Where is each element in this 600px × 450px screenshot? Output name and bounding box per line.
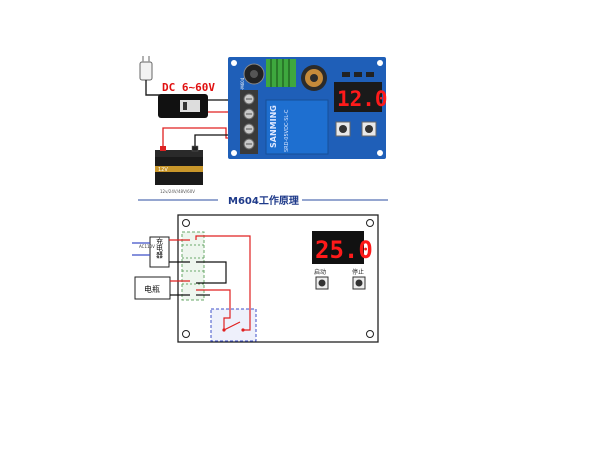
product-photo: DC 6~60V 12V 12v/24V/48V/60V 电瓶接线 — [139, 56, 388, 194]
charger-box: 充电器 — [149, 236, 170, 268]
top-button-left — [335, 121, 351, 137]
section-divider: M604工作原理 — [138, 194, 388, 207]
relay-model-label: SRD-05VDC-SL-C — [284, 109, 290, 152]
charger-side-label: AC110V — [139, 244, 155, 249]
charger-label: 充电器 — [156, 237, 164, 260]
battery-box-label: 电瓶 — [144, 284, 160, 294]
battery-voltage-label: 12V — [158, 167, 168, 173]
schematic-led-display: 25.0 — [312, 231, 373, 264]
relay-brand-label: SANMING — [269, 105, 278, 148]
inductor-coil — [301, 65, 327, 91]
top-button-right — [361, 121, 377, 137]
svg-text:XH-M604: XH-M604 — [240, 77, 245, 96]
screw-terminal-block — [240, 90, 258, 154]
button-left-label: 启动 — [314, 268, 326, 276]
power-adapter — [158, 94, 225, 118]
relay-switch — [210, 308, 257, 342]
top-led-display: 12.0 — [334, 82, 388, 112]
button-right-label: 停止 — [352, 268, 364, 276]
schematic-button-right — [352, 276, 366, 290]
relay: SANMING SRD-05VDC-SL-C — [265, 99, 329, 155]
schematic-display-value: 25.0 — [315, 236, 373, 264]
top-display-value: 12.0 — [337, 87, 388, 111]
supply-voltage-label: DC 6~60V — [162, 81, 215, 94]
schematic-wires — [132, 235, 251, 331]
pcb-board: XH-M604 — [228, 57, 388, 159]
battery-box: 电瓶 — [134, 276, 171, 300]
heatsink — [266, 59, 296, 87]
schematic-title: M604工作原理 — [228, 194, 299, 207]
schematic-button-left — [315, 276, 329, 290]
battery-caption: 12v/24V/48V/60V — [160, 189, 195, 194]
battery: 12V 12v/24V/48V/60V — [155, 145, 203, 194]
schematic-board: 25.0 启动 停止 — [177, 214, 379, 343]
